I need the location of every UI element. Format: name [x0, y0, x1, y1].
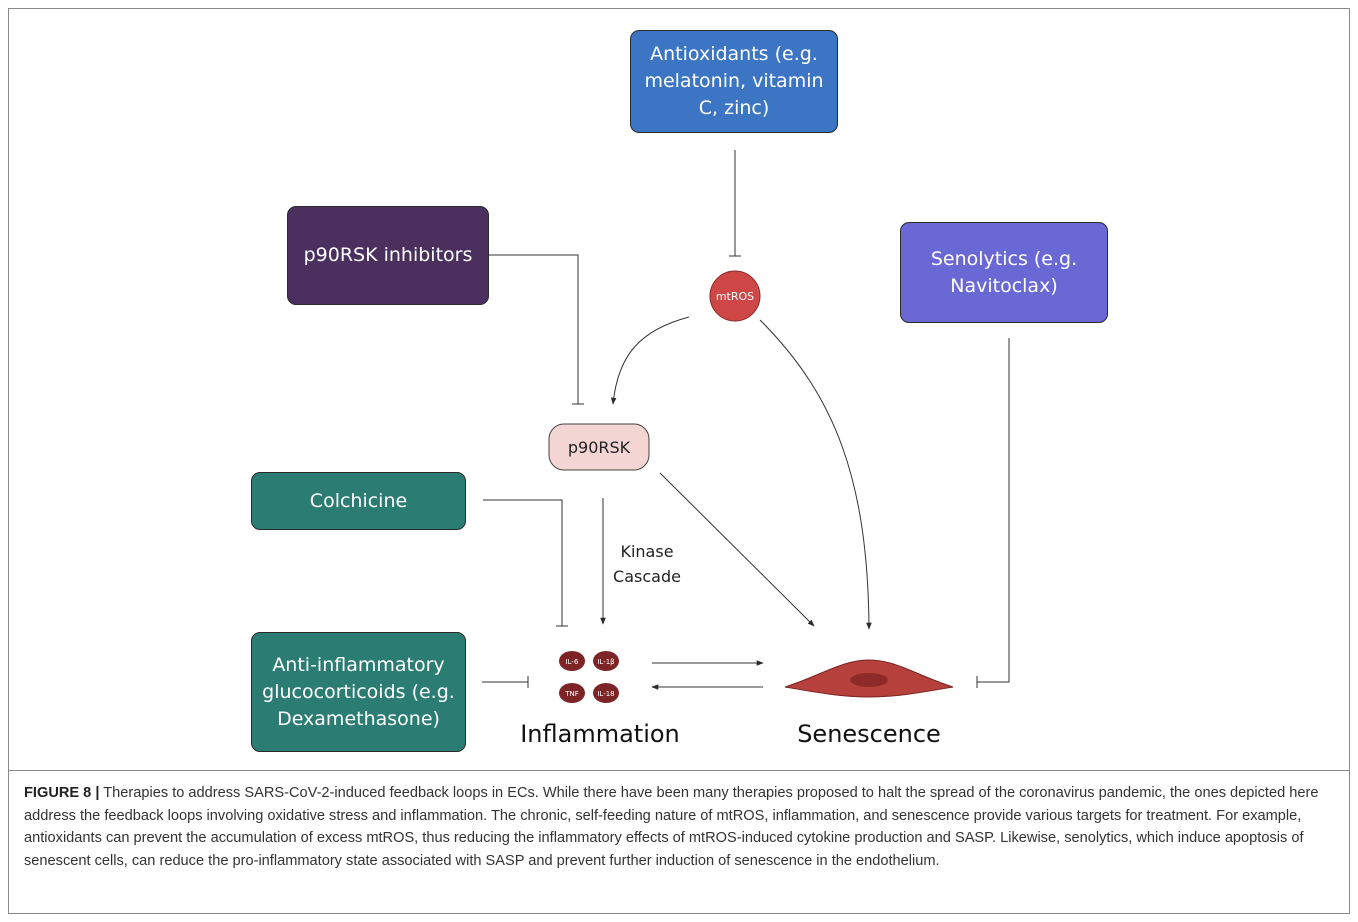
cytokine-il1b-label: IL-1β	[597, 658, 614, 666]
cytokine-il6-label: IL-6	[566, 658, 579, 666]
caption-separator	[9, 770, 1349, 771]
cytokine-il18-label: IL-18	[597, 690, 614, 698]
cytokine-il18	[593, 683, 619, 703]
mtros-label: mtROS	[716, 290, 754, 303]
cytokine-il6	[559, 651, 585, 671]
senescent-cell-icon	[784, 659, 954, 698]
cytokine-cluster: IL-6 IL-1β TNF IL-18	[559, 651, 619, 703]
cytokine-il1b	[593, 651, 619, 671]
diagram-canvas: mtROS p90RSK IL-6 IL-1β TNF IL-18 Kinase…	[482, 150, 1010, 748]
inhibit-line-colchicine	[483, 499, 563, 626]
kinase-cascade-line2: Cascade	[613, 567, 681, 586]
colchicine-box: Colchicine	[251, 472, 466, 530]
arrow-p90rsk-senescence	[659, 472, 815, 627]
figure-frame	[8, 8, 1350, 914]
cytokine-tnf	[559, 683, 585, 703]
p90rsk-inhibitors-box: p90RSK inhibitors	[287, 206, 489, 305]
antioxidants-box: Antioxidants (e.g. melatonin, vitamin C,…	[630, 30, 838, 133]
arrow-mtros-p90rsk	[610, 316, 690, 405]
mtros-node	[709, 270, 761, 322]
inhibit-line-senolytics	[977, 338, 1010, 683]
inflammation-label: Inflammation	[520, 720, 680, 748]
arrow-mtros-senescence	[759, 319, 872, 630]
cytokine-tnf-label: TNF	[564, 690, 579, 698]
senolytics-box: Senolytics (e.g. Navitoclax)	[900, 222, 1108, 323]
figure-caption: FIGURE 8 | Therapies to address SARS-CoV…	[24, 782, 1339, 873]
glucocorticoids-box: Anti-inflammatory glucocorticoids (e.g. …	[251, 632, 466, 752]
p90rsk-node	[548, 423, 650, 471]
kinase-cascade-line1: Kinase	[620, 542, 673, 561]
caption-label: FIGURE 8 |	[24, 785, 100, 801]
inhibit-line-p90rsk-inhibitors	[489, 254, 579, 404]
senescence-label: Senescence	[797, 720, 941, 748]
caption-text: Therapies to address SARS-CoV-2-induced …	[24, 785, 1319, 870]
p90rsk-label: p90RSK	[568, 438, 631, 457]
